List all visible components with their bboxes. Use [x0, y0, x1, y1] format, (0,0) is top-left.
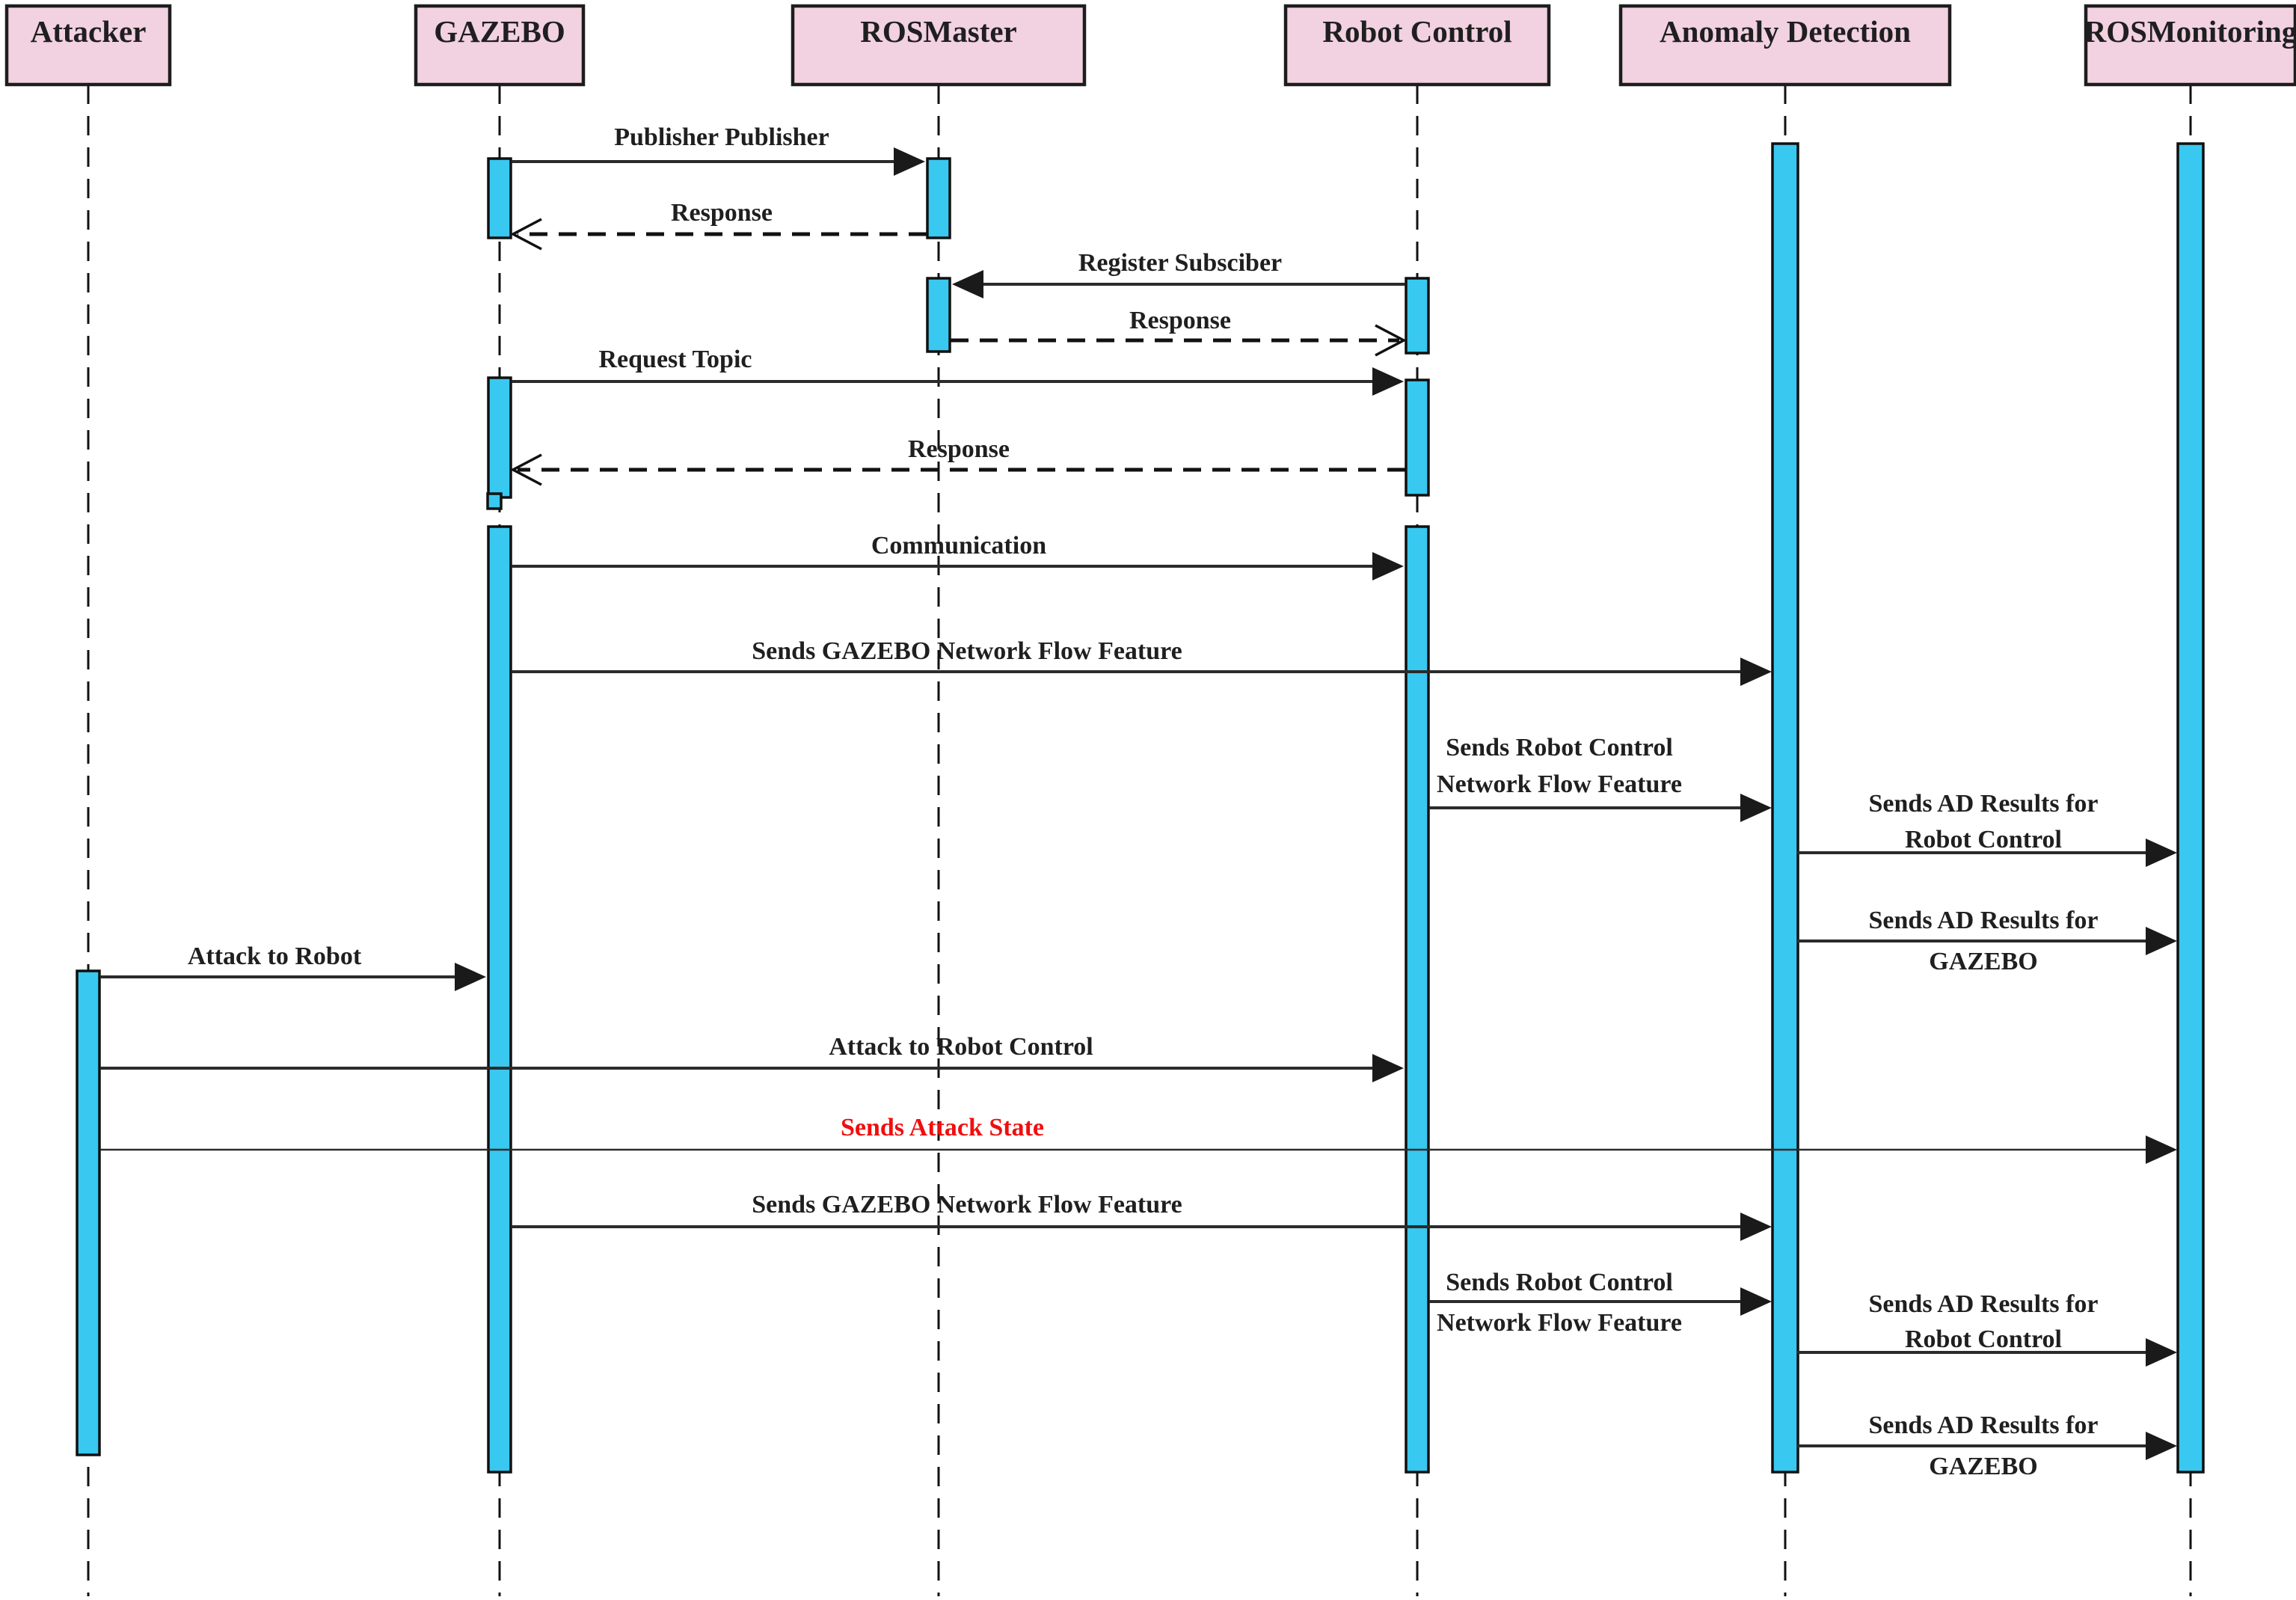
arrowhead-filled-4	[1372, 367, 1404, 396]
message-label-16: Robot Control	[1905, 1325, 2062, 1353]
message-label-11: Attack to Robot	[188, 942, 362, 970]
activation-bar-robot-control	[1405, 525, 1430, 1474]
message-label-12: Attack to Robot Control	[829, 1033, 1093, 1061]
message-label-4: Request Topic	[599, 346, 752, 373]
participant-label-robot-control: Robot Control	[1322, 14, 1511, 49]
message-label-3: Response	[1129, 307, 1231, 334]
participant-box-rosmaster	[791, 4, 1087, 87]
activation-bar-anomaly-detection	[1771, 142, 1799, 1474]
activation-bar-rosmaster	[926, 157, 951, 239]
participant-label-attacker: Attacker	[31, 14, 147, 49]
arrowhead-open-1	[510, 218, 542, 251]
message-label-0: Publisher Publisher	[614, 123, 829, 151]
activation-bar-gazebo	[487, 376, 512, 499]
participant-label-rosmaster: ROSMaster	[860, 14, 1017, 49]
participant-box-rosmonitoring	[2084, 4, 2296, 87]
participant-box-gazebo	[414, 4, 586, 87]
message-label-10: GAZEBO	[1929, 948, 2037, 975]
activation-bar-gazebo	[487, 525, 512, 1474]
participant-label-rosmonitoring: ROSMonitoring	[2084, 14, 2296, 49]
arrowhead-filled-12	[1372, 1054, 1404, 1082]
message-label-8: Sends Robot Control	[1446, 734, 1673, 761]
arrowhead-filled-2	[952, 270, 983, 298]
message-label-2: Register Subsciber	[1078, 249, 1282, 277]
activation-bar-gazebo	[486, 492, 503, 510]
arrowhead-filled-8	[1740, 794, 1772, 822]
message-label-8: Network Flow Feature	[1437, 770, 1682, 798]
message-label-17: Sends AD Results for	[1869, 1412, 2099, 1439]
message-label-1: Response	[671, 199, 773, 227]
participant-label-anomaly-detection: Anomaly Detection	[1660, 14, 1911, 49]
arrowhead-filled-16	[2146, 1338, 2177, 1367]
message-label-6: Communication	[871, 532, 1046, 560]
message-label-14: Sends GAZEBO Network Flow Feature	[752, 1191, 1182, 1219]
message-label-10: Sends AD Results for	[1869, 907, 2099, 934]
message-label-9: Robot Control	[1905, 826, 2062, 853]
arrowhead-filled-15	[1740, 1287, 1772, 1316]
activation-bar-attacker	[76, 969, 101, 1456]
message-label-17: GAZEBO	[1929, 1453, 2037, 1480]
activation-bar-robot-control	[1405, 277, 1430, 355]
participant-label-gazebo: GAZEBO	[434, 14, 565, 49]
message-label-5: Response	[908, 435, 1010, 463]
activation-bar-robot-control	[1405, 378, 1430, 497]
arrowhead-open-3	[1375, 324, 1407, 357]
arrowhead-filled-0	[894, 147, 925, 176]
activation-bar-rosmaster	[926, 277, 951, 353]
message-label-9: Sends AD Results for	[1869, 790, 2099, 818]
activation-bar-gazebo	[487, 157, 512, 239]
message-label-15: Sends Robot Control	[1446, 1269, 1673, 1296]
arrowhead-filled-6	[1372, 552, 1404, 580]
arrowhead-filled-10	[2146, 927, 2177, 955]
arrowhead-filled-11	[455, 963, 486, 991]
message-label-7: Sends GAZEBO Network Flow Feature	[752, 637, 1182, 665]
activation-bar-rosmonitoring	[2176, 142, 2205, 1474]
arrowhead-filled-13	[2146, 1135, 2177, 1164]
arrowhead-filled-9	[2146, 839, 2177, 867]
arrowhead-filled-14	[1740, 1213, 1772, 1241]
arrowhead-filled-7	[1740, 658, 1772, 686]
arrowhead-open-5	[510, 453, 542, 486]
message-label-13: Sends Attack State	[841, 1114, 1044, 1141]
participant-box-robot-control	[1283, 4, 1551, 87]
message-label-16: Sends AD Results for	[1869, 1290, 2099, 1318]
arrowhead-filled-17	[2146, 1432, 2177, 1460]
message-label-15: Network Flow Feature	[1437, 1309, 1682, 1337]
participant-box-anomaly-detection	[1618, 4, 1952, 87]
participant-box-attacker	[4, 4, 172, 87]
